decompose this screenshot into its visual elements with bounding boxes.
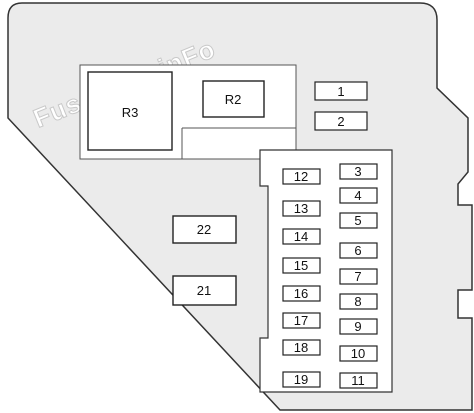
- fuse-2: [314, 111, 368, 131]
- fuse-16-label: 16: [294, 286, 308, 301]
- fuse-2-label: 2: [337, 114, 344, 129]
- fuse-10-label: 10: [351, 346, 365, 361]
- fuse-10: [339, 345, 378, 362]
- relay-r3: [87, 71, 173, 151]
- fuse-16: [282, 285, 321, 302]
- fuse-21-label: 21: [197, 283, 211, 298]
- fuse-14: [282, 228, 321, 245]
- fuse-17: [282, 312, 321, 329]
- fuse-19-label: 19: [294, 372, 308, 387]
- fuse-11: [339, 372, 378, 389]
- fuse-17-label: 17: [294, 313, 308, 328]
- fuse-7: [339, 268, 378, 285]
- fuse-4-label: 4: [354, 188, 361, 203]
- fuse-9-label: 9: [354, 319, 361, 334]
- fuse-box-panel: [7, 2, 473, 411]
- fuse-1-label: 1: [337, 84, 344, 99]
- fuse-13: [282, 200, 321, 217]
- relay-r3-label: R3: [122, 105, 139, 120]
- fuse-8: [339, 293, 378, 310]
- fuse-6: [339, 242, 378, 259]
- relay-r2: [202, 80, 265, 118]
- fuse-9: [339, 318, 378, 335]
- fuse-3-label: 3: [354, 164, 361, 179]
- fuse-6-label: 6: [354, 243, 361, 258]
- fuse-12: [282, 168, 321, 185]
- fuse-21: [172, 275, 237, 306]
- fuse-13-label: 13: [294, 201, 308, 216]
- relay-r2-label: R2: [225, 92, 242, 107]
- fuse-18-label: 18: [294, 340, 308, 355]
- fuse-14-label: 14: [294, 229, 308, 244]
- fuse-1: [314, 81, 368, 101]
- fuse-11-label: 11: [351, 373, 365, 388]
- fuse-15-label: 15: [294, 258, 308, 273]
- fuse-5: [339, 212, 378, 229]
- fuse-12-label: 12: [294, 169, 308, 184]
- fuse-19: [282, 371, 321, 388]
- fuse-7-label: 7: [354, 269, 361, 284]
- fuse-5-label: 5: [354, 213, 361, 228]
- fuse-15: [282, 257, 321, 274]
- fuse-4: [339, 187, 378, 204]
- fuse-3: [339, 163, 378, 180]
- fuse-8-label: 8: [354, 294, 361, 309]
- fuse-22: [172, 215, 237, 244]
- fuse-18: [282, 339, 321, 356]
- fuse-22-label: 22: [197, 222, 211, 237]
